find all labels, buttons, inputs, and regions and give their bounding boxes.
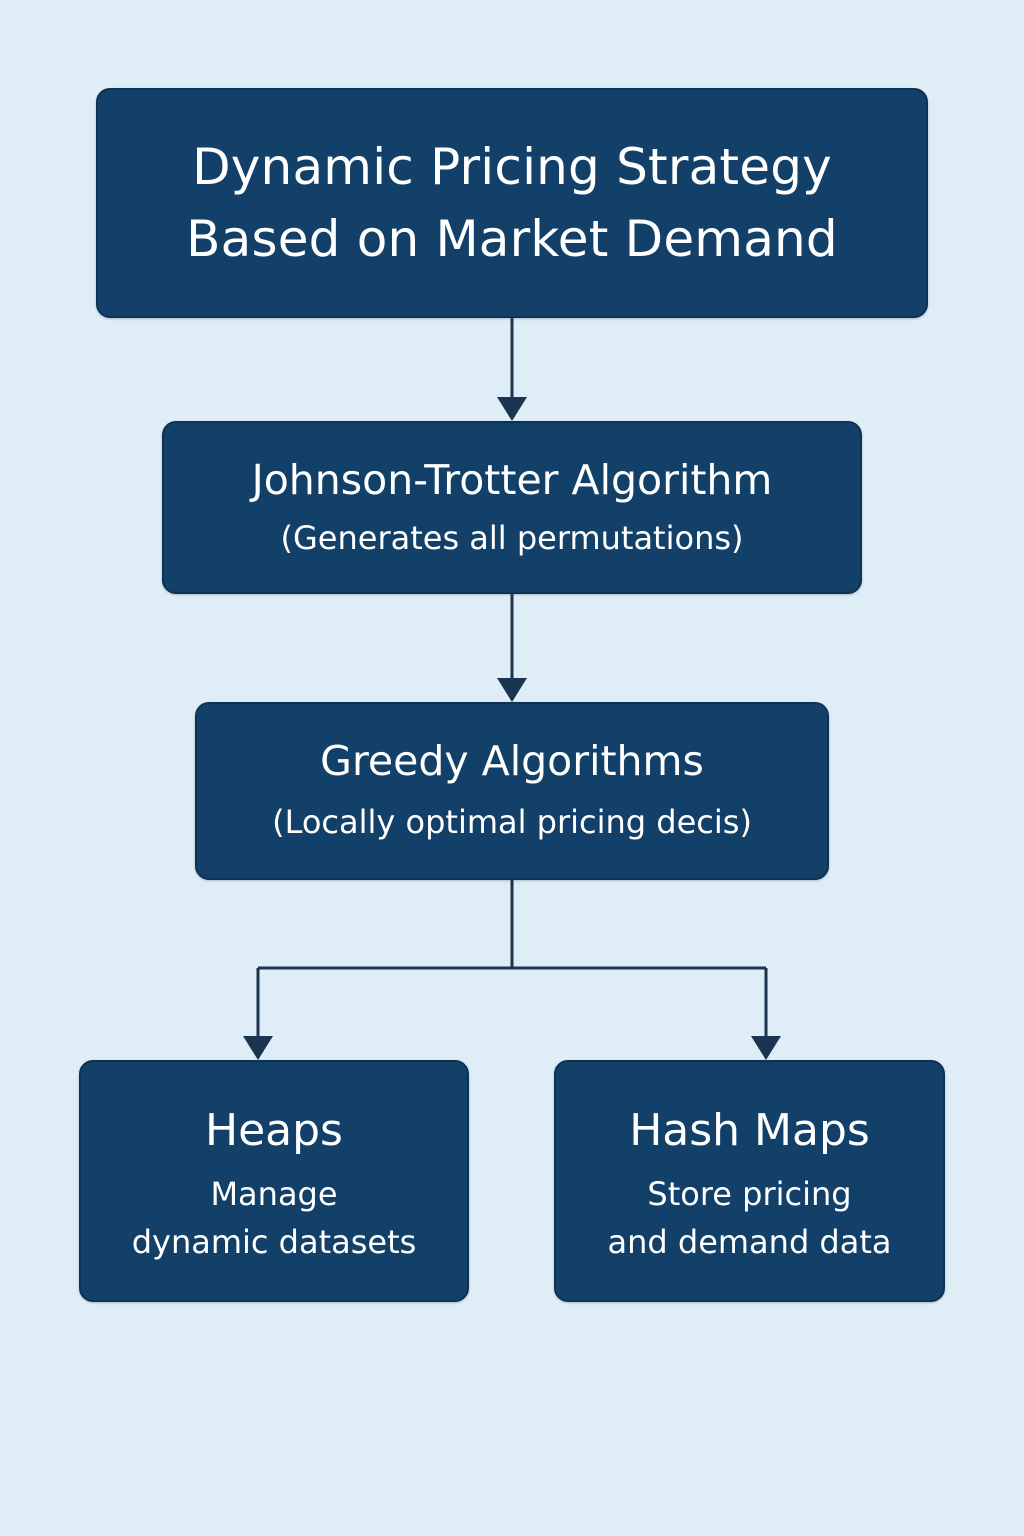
greedy-algorithms-node: Greedy Algorithms (Locally optimal prici…	[195, 702, 829, 880]
arrowhead-greedy	[497, 678, 527, 702]
heaps-node: Heaps Manage dynamic datasets	[79, 1060, 469, 1302]
root-node: Dynamic Pricing Strategy Based on Market…	[96, 88, 928, 318]
hash-maps-description: Store pricing and demand data	[607, 1175, 892, 1261]
greedy-algorithms-title: Greedy Algorithms	[320, 737, 704, 785]
heaps-description: Manage dynamic datasets	[131, 1175, 417, 1261]
root-node-title: Dynamic Pricing Strategy Based on Market…	[186, 138, 838, 268]
johnson-trotter-description: (Generates all permutations)	[280, 518, 744, 557]
heaps-title: Heaps	[205, 1105, 343, 1156]
johnson-trotter-title: Johnson-Trotter Algorithm	[251, 455, 773, 504]
hash-maps-title: Hash Maps	[629, 1105, 870, 1156]
johnson-trotter-node: Johnson-Trotter Algorithm (Generates all…	[162, 421, 862, 594]
arrowhead-johnson-trotter	[497, 397, 527, 421]
greedy-algorithms-description: (Locally optimal pricing decis)	[272, 803, 752, 841]
arrowhead-hash-maps	[751, 1036, 781, 1060]
arrowhead-heaps	[243, 1036, 273, 1060]
hash-maps-node: Hash Maps Store pricing and demand data	[554, 1060, 945, 1302]
